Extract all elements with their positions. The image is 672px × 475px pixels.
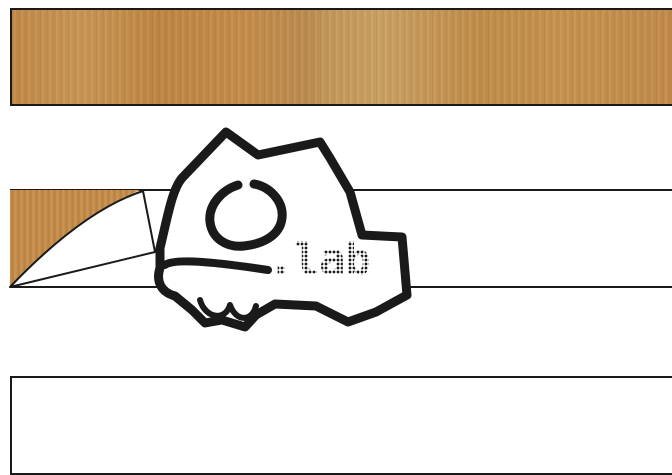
lab-logo-text: .lab xyxy=(268,238,370,282)
